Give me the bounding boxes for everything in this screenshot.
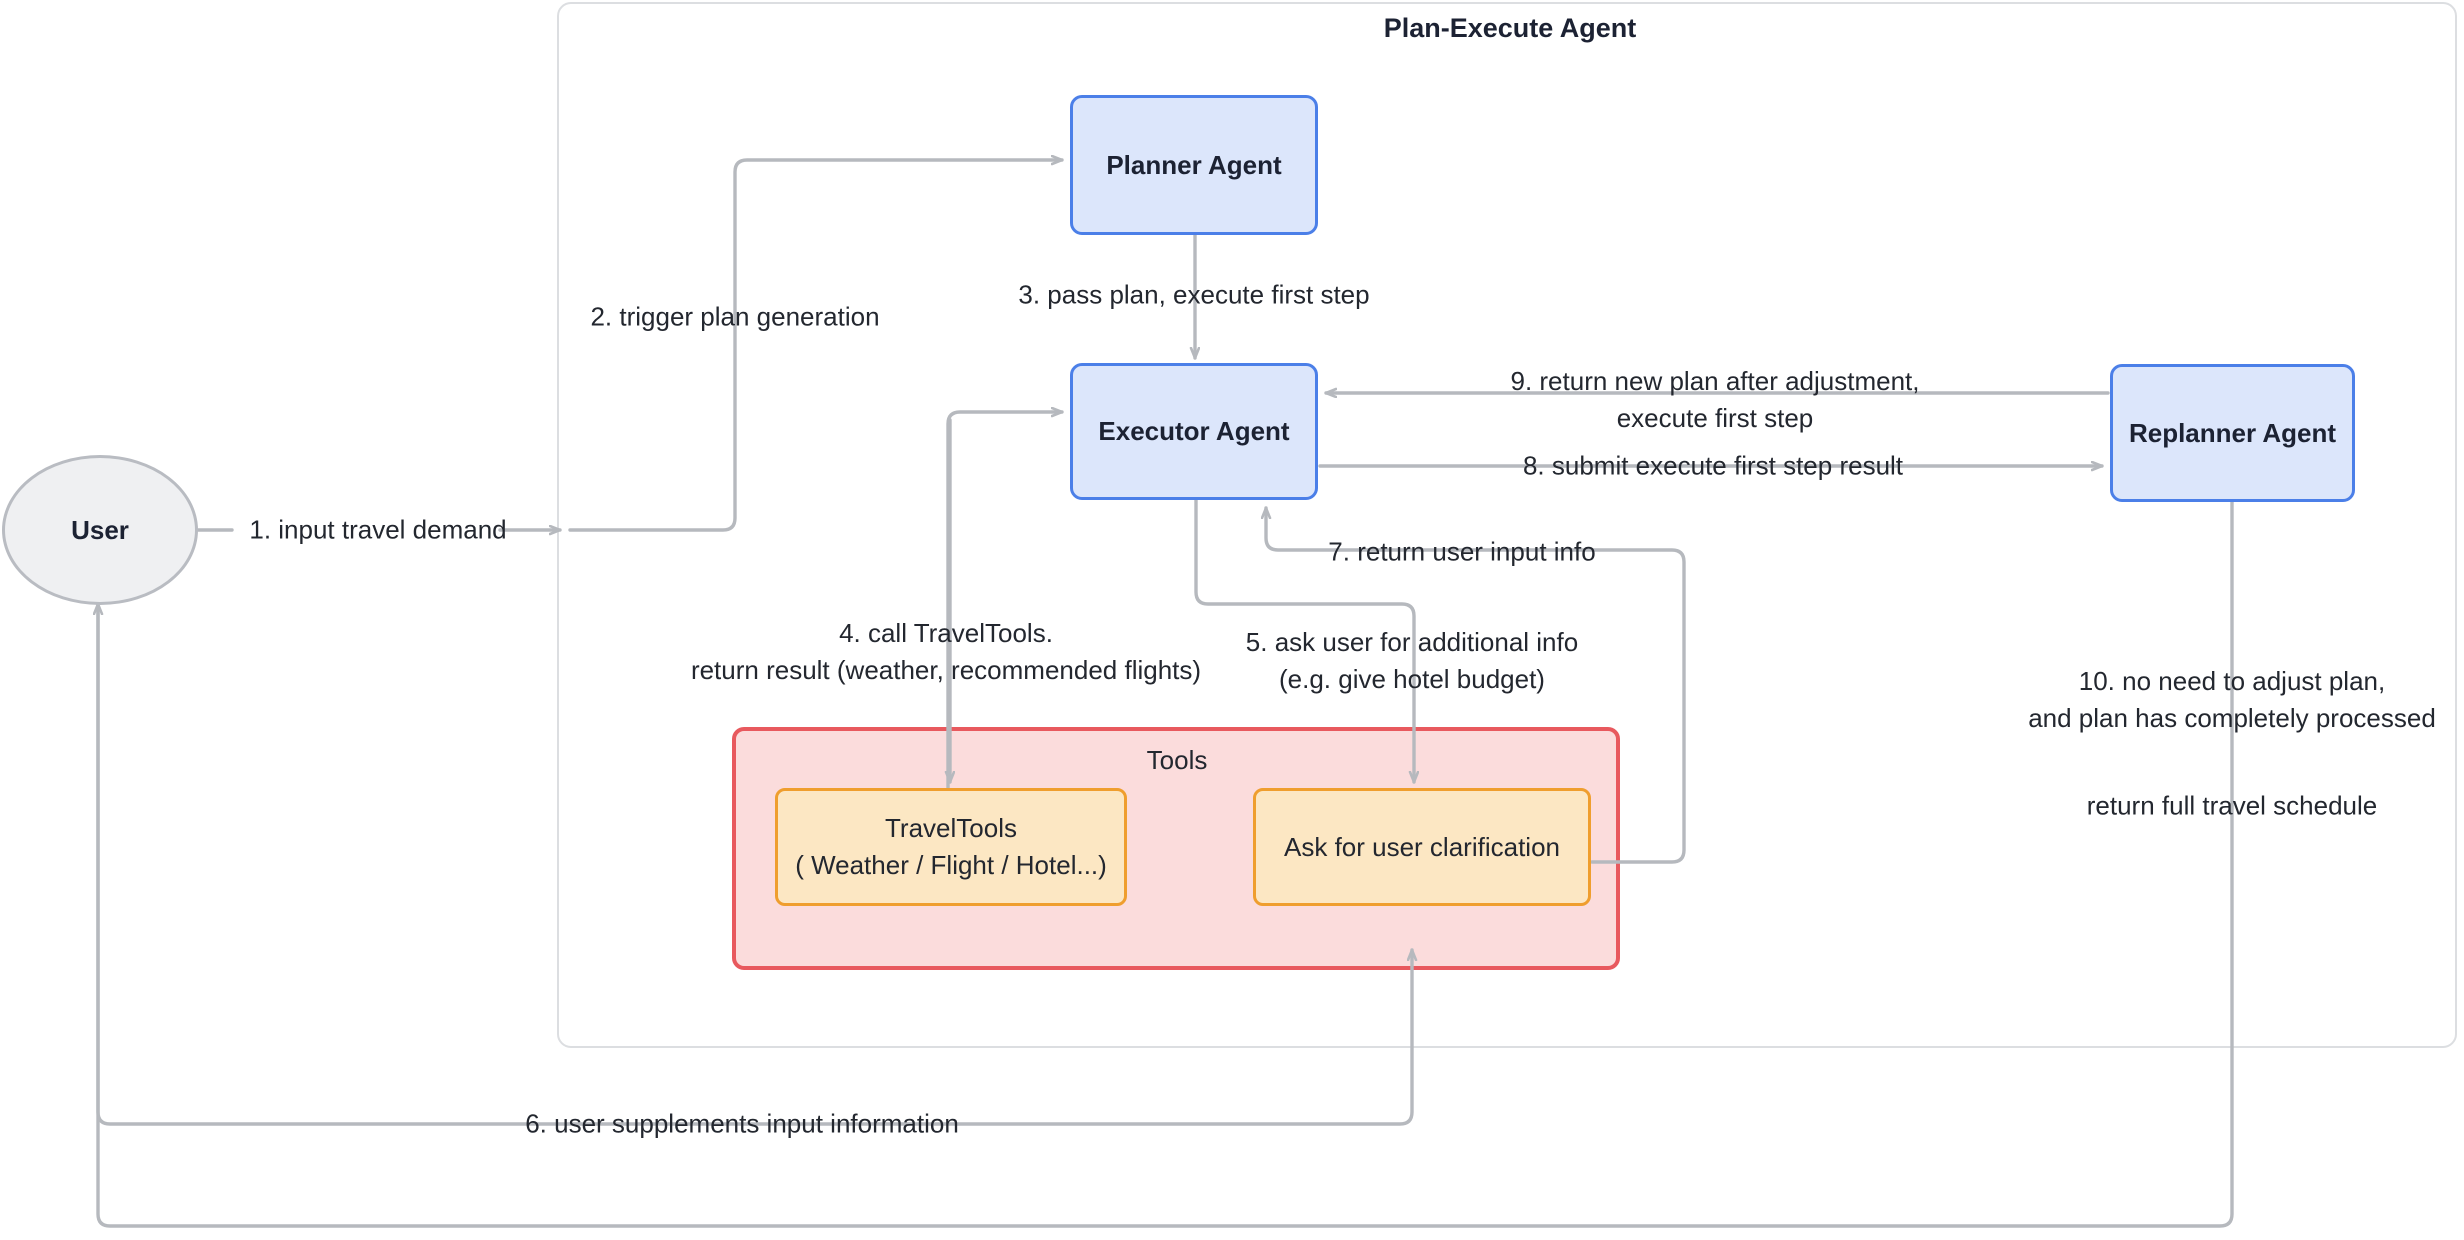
node-travel-tools[interactable]: TravelTools ( Weather / Flight / Hotel..… bbox=[775, 788, 1127, 906]
node-ask-user-clarification[interactable]: Ask for user clarification bbox=[1253, 788, 1591, 906]
node-planner-agent-label: Planner Agent bbox=[1106, 149, 1282, 180]
wire-5-ask-user bbox=[1194, 498, 1414, 784]
node-executor-agent[interactable]: Executor Agent bbox=[1070, 363, 1318, 500]
node-travel-tools-label: TravelTools bbox=[885, 813, 1017, 844]
wire-4-return-result bbox=[946, 412, 1064, 792]
wire-2-trigger-plan bbox=[568, 160, 1064, 532]
edge-label-8: 8. submit execute first step result bbox=[1522, 450, 1904, 481]
node-travel-tools-sublabel: ( Weather / Flight / Hotel...) bbox=[795, 850, 1107, 880]
edge-label-7: 7. return user input info bbox=[1328, 536, 1596, 567]
edge-label-9: 9. return new plan after adjustment, exe… bbox=[1510, 366, 1920, 433]
edge-label-2: 2. trigger plan generation bbox=[590, 301, 880, 332]
edge-label-10: 10. no need to adjust plan, and plan has… bbox=[2028, 666, 2436, 733]
node-ask-user-clarification-label: Ask for user clarification bbox=[1284, 831, 1560, 862]
node-replanner-agent[interactable]: Replanner Agent bbox=[2110, 364, 2355, 502]
wire-10-return-schedule bbox=[98, 500, 2234, 1228]
tools-group-title: Tools bbox=[1146, 745, 1208, 775]
edge-label-1: 1. input travel demand bbox=[249, 514, 507, 545]
edge-label-5: 5. ask user for additional info (e.g. gi… bbox=[1245, 627, 1579, 694]
edge-label-3: 3. pass plan, execute first step bbox=[1018, 279, 1370, 310]
edge-label-4: 4. call TravelTools. return result (weat… bbox=[690, 618, 1202, 685]
node-user[interactable]: User bbox=[2, 455, 198, 605]
edge-label-11: return full travel schedule bbox=[2086, 790, 2378, 821]
plan-execute-agent-title: Plan-Execute Agent bbox=[1383, 13, 1637, 43]
node-planner-agent[interactable]: Planner Agent bbox=[1070, 95, 1318, 235]
node-replanner-agent-label: Replanner Agent bbox=[2128, 417, 2337, 448]
edge-label-6: 6. user supplements input information bbox=[525, 1108, 959, 1139]
wire-7-return-user-input bbox=[1266, 506, 1686, 864]
node-executor-agent-label: Executor Agent bbox=[1098, 416, 1290, 446]
node-user-label: User bbox=[71, 514, 129, 545]
